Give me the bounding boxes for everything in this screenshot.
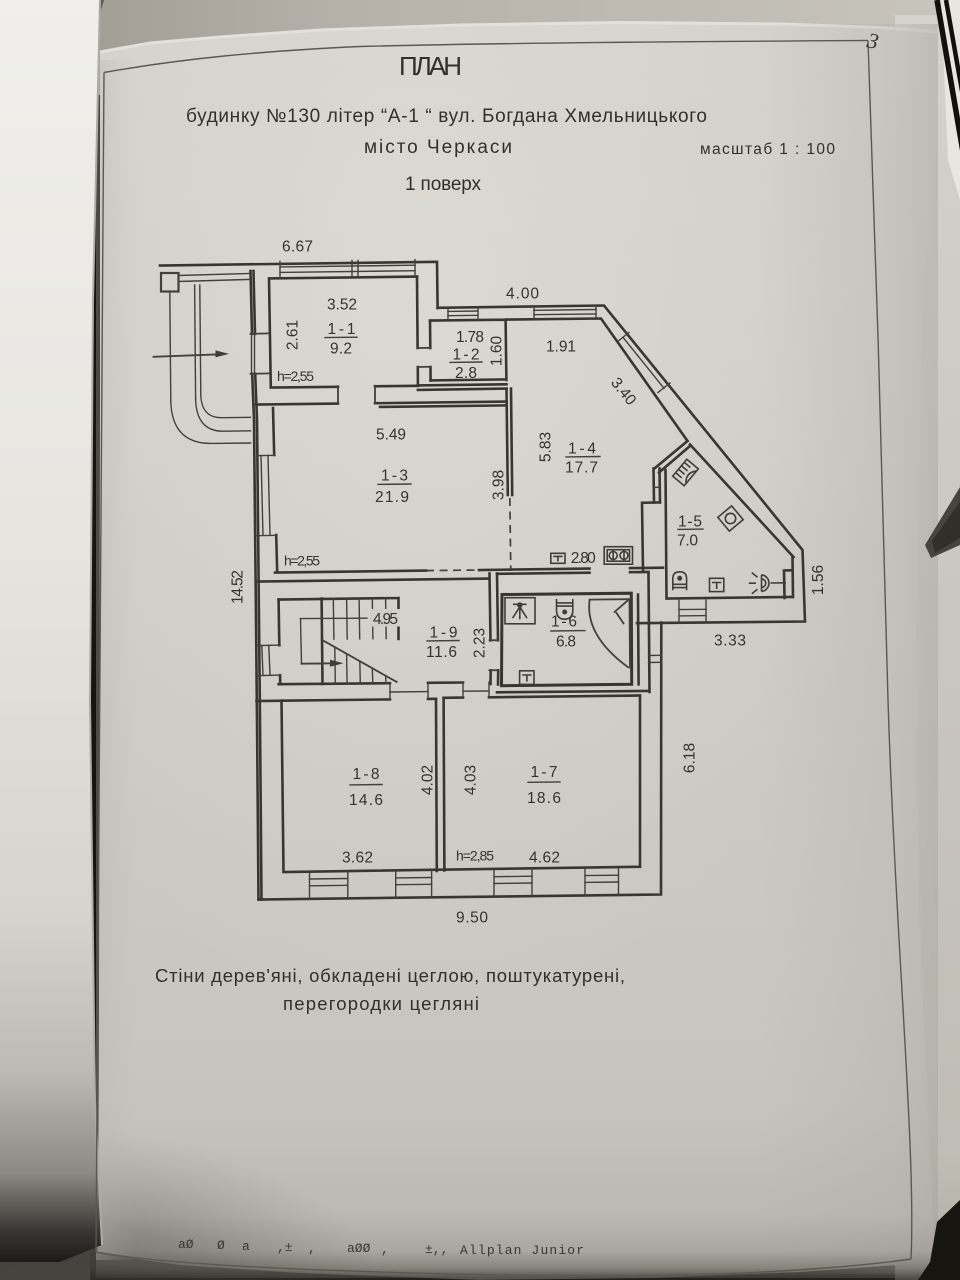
svg-text:,: , [381,1242,389,1257]
svg-text:2.23: 2.23 [472,628,489,658]
svg-text:6.8: 6.8 [556,634,576,651]
svg-text:11.6: 11.6 [426,644,457,661]
svg-text:4.00: 4.00 [506,286,539,303]
svg-text:1-4: 1-4 [568,441,596,458]
svg-text:2.8: 2.8 [455,365,477,382]
svg-text:1-9: 1-9 [430,625,458,642]
svg-text:9.50: 9.50 [456,910,488,927]
svg-text:4.95: 4.95 [373,611,398,628]
svg-text:h=2,85: h=2,85 [456,848,494,864]
svg-text:3.52: 3.52 [327,297,357,314]
svg-text:18.6: 18.6 [527,790,561,807]
svg-text:1-8: 1-8 [353,766,380,783]
svg-text:±,,: ±,, [425,1242,448,1257]
svg-text:1-2: 1-2 [453,347,480,364]
svg-text:h=2,55: h=2,55 [284,553,320,569]
svg-text:1.91: 1.91 [546,339,576,356]
svg-text:14.6: 14.6 [349,792,383,809]
svg-text:будинку №130 літер “А-1 “: будинку №130 літер “А-1 “ вул. Богдана Х… [186,106,707,127]
svg-text:Стіни дерев'яні, обкладені: Стіни дерев'яні, обкладені цеглою, пошту… [155,965,625,986]
svg-text:1-6: 1-6 [551,614,577,631]
svg-text:h=2,55: h=2,55 [277,368,314,384]
svg-text:1.78: 1.78 [456,329,484,346]
svg-text:аØ: аØ [178,1237,194,1252]
svg-text:4.02: 4.02 [420,765,437,795]
svg-text:6.67: 6.67 [282,239,313,256]
svg-text:4.62: 4.62 [529,850,560,867]
svg-text:21.9: 21.9 [375,489,409,506]
svg-text:17.7: 17.7 [565,460,598,477]
svg-text:,: , [308,1241,316,1256]
svg-text:5.49: 5.49 [376,427,406,444]
svg-text:9.2: 9.2 [330,341,352,358]
svg-text:1-7: 1-7 [531,764,558,781]
svg-text:а: а [242,1239,250,1254]
svg-text:місто Черкаси: місто Черкаси [364,137,512,158]
svg-text:1-3: 1-3 [381,468,408,485]
svg-text:2.61: 2.61 [285,320,302,350]
svg-text:6.18: 6.18 [682,743,699,773]
svg-text:,±: ,± [277,1240,293,1255]
svg-text:Allplan Junior: Allplan Junior [460,1243,584,1258]
svg-text:2.80: 2.80 [571,550,596,567]
svg-text:перегородки цегляні: перегородки цегляні [283,993,479,1014]
svg-text:ПЛАН: ПЛАН [399,51,464,81]
svg-text:3: 3 [864,27,881,54]
svg-text:масштаб 1 : 100: масштаб 1 : 100 [700,141,835,158]
svg-text:3.33: 3.33 [714,633,746,650]
svg-text:3.98: 3.98 [491,470,508,500]
svg-text:1.56: 1.56 [810,565,827,595]
svg-text:5.83: 5.83 [538,432,555,462]
svg-text:1.60: 1.60 [489,336,506,367]
svg-text:3.62: 3.62 [342,850,373,867]
svg-text:аØØ: аØØ [347,1241,371,1256]
svg-text:14.52: 14.52 [230,570,247,604]
svg-text:Ø: Ø [217,1238,225,1253]
svg-text:1-1: 1-1 [328,321,356,338]
svg-text:7.0: 7.0 [677,533,698,550]
svg-text:1-5: 1-5 [678,514,702,531]
svg-text:1 поверх: 1 поверх [405,174,482,195]
svg-text:4.03: 4.03 [463,765,480,795]
